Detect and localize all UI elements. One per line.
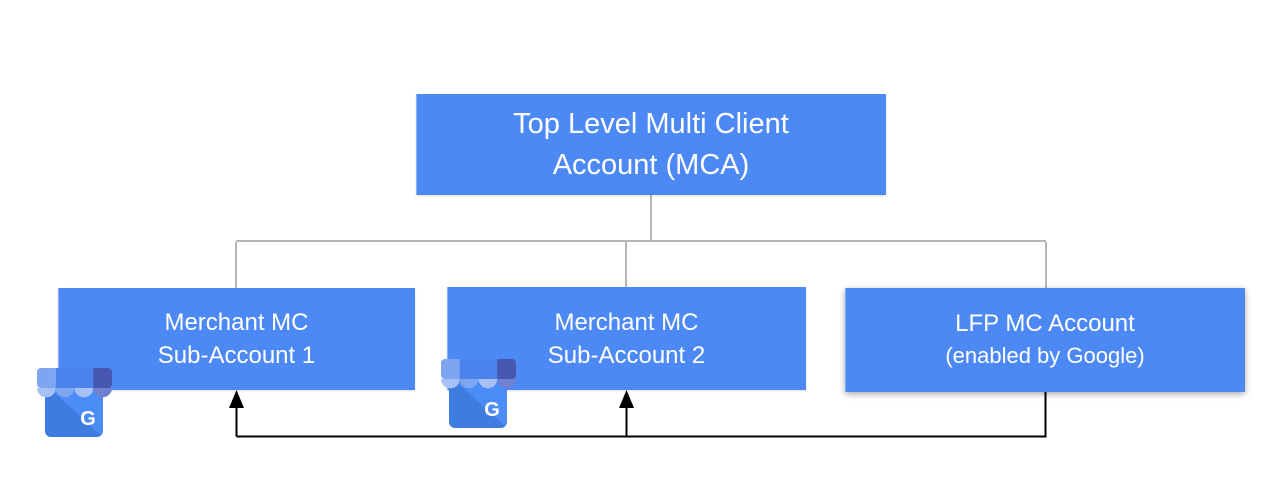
node-label-line: LFP MC Account bbox=[955, 310, 1135, 337]
awning-band bbox=[441, 359, 516, 379]
node-label-line: Account (MCA) bbox=[552, 148, 750, 181]
node-label-line: (enabled by Google) bbox=[945, 343, 1145, 368]
arrowhead-to-sub-account-1 bbox=[229, 390, 244, 408]
node-top-level-mca: Top Level Multi Client Account (MCA) bbox=[416, 94, 886, 195]
google-g-letter: G bbox=[484, 399, 500, 421]
tree-connector-lines bbox=[235, 195, 1047, 288]
lfp-feed-arrow-lines bbox=[235, 392, 1047, 438]
google-g-letter: G bbox=[80, 408, 96, 430]
awning-scallops bbox=[37, 388, 112, 398]
node-merchant-sub-account-1: Merchant MC Sub-Account 1 bbox=[58, 288, 415, 390]
node-label-line: Merchant MC bbox=[164, 309, 309, 336]
arrowhead-to-sub-account-2 bbox=[619, 390, 634, 408]
node-label-line: Merchant MC bbox=[554, 308, 699, 336]
node-label-line: Sub-Account 2 bbox=[547, 341, 706, 369]
awning-band bbox=[37, 368, 112, 388]
node-label-line: Top Level Multi Client bbox=[513, 107, 789, 140]
node-lfp-mc-account: LFP MC Account (enabled by Google) bbox=[845, 288, 1245, 392]
node-label-line: Sub-Account 1 bbox=[157, 342, 316, 369]
awning-scallops bbox=[441, 379, 516, 389]
google-my-business-icon: G bbox=[441, 359, 516, 428]
storefront-body bbox=[449, 375, 507, 428]
storefront-body bbox=[45, 384, 103, 437]
google-my-business-icon: G bbox=[37, 368, 112, 437]
